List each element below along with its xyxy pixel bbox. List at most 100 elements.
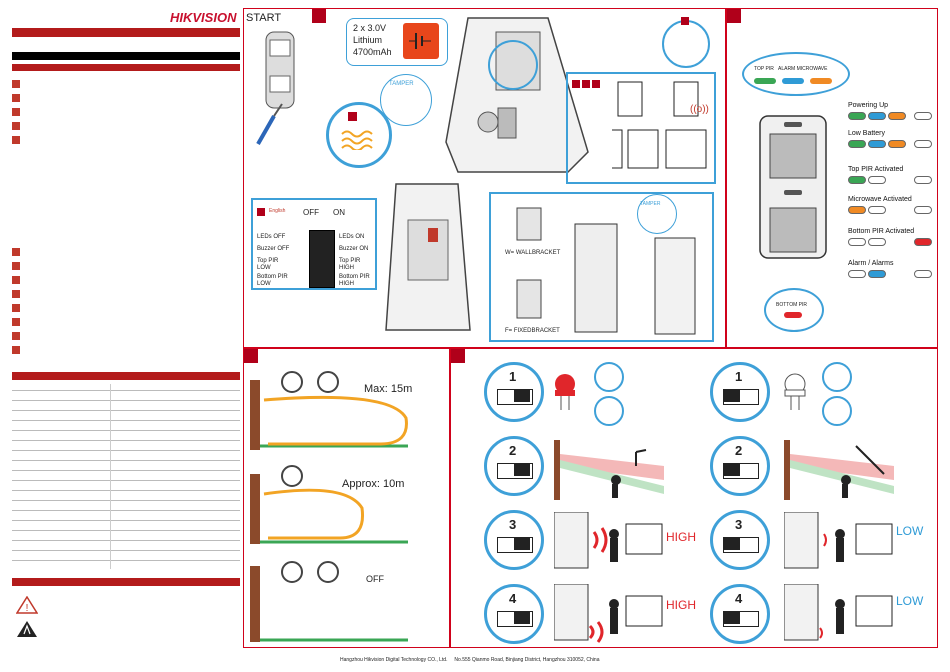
led-pill bbox=[848, 270, 866, 278]
range-off-diagram bbox=[250, 561, 408, 642]
spec-table-header bbox=[12, 372, 240, 380]
dip-row-3-off: Top PIR LOW bbox=[257, 258, 279, 271]
section-marker bbox=[244, 349, 258, 363]
dip-number: 4 bbox=[735, 591, 743, 606]
low-label-2: LOW bbox=[896, 594, 924, 608]
dip-row-4-off: Bottom PIR LOW bbox=[257, 274, 288, 287]
bullet bbox=[12, 276, 20, 284]
bullet bbox=[12, 290, 20, 298]
dip-number: 1 bbox=[735, 369, 743, 384]
detector-illustration bbox=[256, 31, 295, 145]
bullet bbox=[12, 248, 20, 256]
bottom-pir-low-diagram bbox=[784, 584, 893, 641]
connector-callout bbox=[662, 20, 710, 68]
spec-table bbox=[12, 384, 240, 572]
dip-number: 3 bbox=[735, 517, 743, 532]
brand-logo: HIKVISION bbox=[170, 10, 237, 25]
header-black-bar bbox=[12, 52, 240, 60]
range-panel bbox=[243, 348, 450, 648]
fixedbracket-label: F= FIXEDBRACKET bbox=[505, 328, 560, 334]
bullet bbox=[12, 94, 20, 102]
led-pill bbox=[914, 270, 932, 278]
led-pill bbox=[914, 140, 932, 148]
dip-test-circle-1-on: 1 bbox=[484, 362, 544, 422]
dip-test-circle-2-off: 2 bbox=[710, 436, 770, 496]
led-pill bbox=[914, 238, 932, 246]
led-pill bbox=[868, 270, 886, 278]
led-callout bbox=[822, 396, 852, 426]
battery-spec-line3: 4700mAh bbox=[353, 47, 392, 57]
dip-row-2-off: Buzzer OFF bbox=[257, 246, 290, 252]
warning-header bbox=[12, 578, 240, 586]
led-pill bbox=[914, 206, 932, 214]
led-state-2: Low Battery bbox=[848, 130, 885, 137]
bullet bbox=[12, 346, 20, 354]
bullet bbox=[12, 318, 20, 326]
marker-small bbox=[681, 17, 689, 25]
pir-callout bbox=[326, 102, 392, 168]
bracket-box: W= WALLBRACKET F= FIXEDBRACKET TAMPER bbox=[489, 192, 714, 342]
dip-test-circle-1-off: 1 bbox=[710, 362, 770, 422]
led-pill bbox=[848, 112, 866, 120]
footer-address: Hangzhou Hikvision Digital Technology CO… bbox=[340, 657, 600, 663]
led-pill bbox=[848, 206, 866, 214]
led-pill bbox=[848, 176, 866, 184]
dip-row-3-on: Top PIR HIGH bbox=[339, 258, 361, 271]
dip-test-circle-4-off: 4 bbox=[710, 584, 770, 644]
range-max-diagram bbox=[250, 371, 408, 450]
led-pill bbox=[868, 176, 886, 184]
bullet bbox=[12, 136, 20, 144]
led-panel bbox=[726, 8, 938, 348]
bullet bbox=[12, 108, 20, 116]
dip-test-panel bbox=[450, 348, 938, 648]
dip-test-circle-3-off: 3 bbox=[710, 510, 770, 570]
microwave-label: ALARM MICROWAVE bbox=[778, 66, 828, 72]
low-label-1: LOW bbox=[896, 524, 924, 538]
svg-text:((o)): ((o)) bbox=[690, 104, 709, 115]
red-led-icon bbox=[555, 374, 575, 410]
top-pir-label: TOP PIR bbox=[754, 66, 774, 72]
led-callout bbox=[822, 362, 852, 392]
header-red-bar-2 bbox=[12, 64, 240, 71]
bullet bbox=[12, 262, 20, 270]
bullet bbox=[12, 122, 20, 130]
top-pir-high-diagram bbox=[554, 512, 663, 569]
battery-callout-circle bbox=[488, 40, 538, 90]
bottom-pir-high-diagram bbox=[554, 584, 663, 643]
dip-row-4-on: Bottom PIR HIGH bbox=[339, 274, 370, 287]
battery-spec-line2: Lithium bbox=[353, 35, 383, 45]
led-state-5: Bottom PIR Activated bbox=[848, 228, 915, 235]
led-pill bbox=[848, 140, 866, 148]
section-marker bbox=[727, 9, 741, 23]
pir-wave-icon bbox=[341, 130, 373, 150]
led-state-1: Powering Up bbox=[848, 102, 889, 109]
dip-number: 4 bbox=[509, 591, 517, 606]
top-pir-low-diagram bbox=[784, 512, 893, 569]
svg-text:!: ! bbox=[26, 603, 29, 614]
tamper-callout: TAMPER bbox=[380, 74, 432, 126]
dip-row-1-on: LEDs ON bbox=[339, 234, 365, 240]
dip-number: 2 bbox=[735, 443, 743, 458]
section-marker bbox=[312, 9, 326, 23]
language-label: English bbox=[269, 208, 286, 214]
dip-number: 3 bbox=[509, 517, 517, 532]
led-state-4: Microwave Activated bbox=[848, 196, 912, 203]
header-red-bar bbox=[12, 28, 240, 37]
marker-small bbox=[348, 112, 357, 121]
dip-row-1-off: LEDs OFF bbox=[257, 234, 286, 240]
off-label: OFF bbox=[303, 208, 319, 217]
dip-test-circle-4-on: 4 bbox=[484, 584, 544, 644]
led-legend-ellipse: TOP PIR ALARM MICROWAVE bbox=[742, 52, 850, 96]
warning-icon: ! bbox=[16, 596, 38, 614]
tamper-label-2: TAMPER bbox=[640, 201, 661, 207]
buzzer-off-diagram bbox=[784, 440, 894, 500]
led-pill bbox=[914, 176, 932, 184]
battery-spec-line1: 2 x 3.0V bbox=[353, 23, 387, 33]
range-max-label: Max: 15m bbox=[364, 383, 413, 395]
dip-switch-box: English OFF ON LEDs OFF LEDs ON Buzzer O… bbox=[251, 198, 377, 290]
led-off-icon bbox=[784, 373, 806, 410]
high-label-2: HIGH bbox=[666, 598, 696, 612]
esd-icon bbox=[17, 621, 37, 637]
led-pill bbox=[914, 112, 932, 120]
range-approx-diagram bbox=[250, 465, 408, 544]
